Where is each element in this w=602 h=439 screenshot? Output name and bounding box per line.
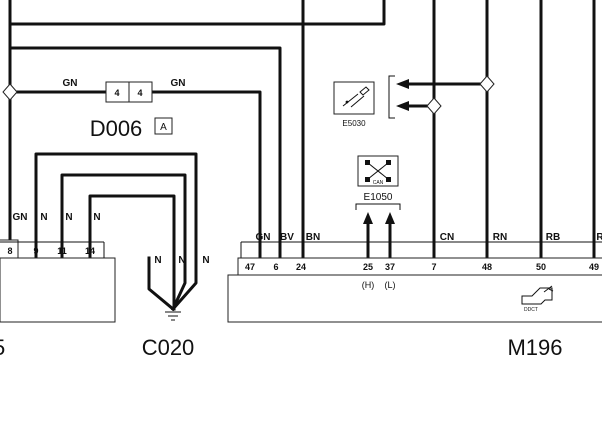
d006-wire-label-left: GN xyxy=(63,78,78,89)
left-wire-label-n3: N xyxy=(93,212,100,223)
wire-gn-d006-out xyxy=(150,90,262,260)
left-pin-9: 9 xyxy=(33,246,38,256)
left-pin-8: 8 xyxy=(7,246,12,256)
d006-pin-left: 4 xyxy=(114,88,119,98)
d006-badge-box xyxy=(154,117,173,135)
e1050-label: E1050 xyxy=(364,192,393,203)
e5030-arrow-2 xyxy=(396,101,409,111)
c020-wire-label-3: N xyxy=(202,255,209,266)
m196-label: M196 xyxy=(507,335,562,360)
m196-body xyxy=(227,274,602,323)
m196-pin-37: 37 xyxy=(385,262,395,272)
d006-pin-box-right xyxy=(128,81,153,103)
left-wire-label-n1: N xyxy=(40,212,47,223)
d006-badge: A xyxy=(160,122,167,133)
gearbox-icon xyxy=(521,285,554,305)
m196-pin-47: 47 xyxy=(245,262,255,272)
splice-node-cn xyxy=(426,97,442,115)
m196-wire-label-bn: BN xyxy=(306,232,320,243)
wire-to-pin-6 xyxy=(8,46,282,260)
m196-pin-49: 49 xyxy=(589,262,599,272)
can-h-arrow xyxy=(363,212,373,224)
m196-pin-50: 50 xyxy=(536,262,546,272)
c020-label: C020 xyxy=(142,335,195,360)
e5030-label: E5030 xyxy=(342,119,366,128)
m196-icon-caption: DDCT xyxy=(524,307,538,313)
m196-pin-24: 24 xyxy=(296,262,306,272)
left-connector-body xyxy=(0,257,116,323)
c020-wire-label-1: N xyxy=(154,255,161,266)
d006-label: D006 xyxy=(90,116,143,141)
m196-wire-label-bv: BV xyxy=(280,232,294,243)
c020-wire-label-2: N xyxy=(178,255,185,266)
left-pin-14: 14 xyxy=(85,246,95,256)
splice-node-rn xyxy=(479,75,495,93)
m196-can-l: (L) xyxy=(385,280,396,290)
e1050-icon-caption: CAN xyxy=(373,180,384,186)
m196-wire-label-gn: GN xyxy=(256,232,271,243)
e5030-device-icon xyxy=(342,86,370,108)
e5030-bracket xyxy=(388,75,395,119)
can-l-arrow xyxy=(385,212,395,224)
ground-wire-outer xyxy=(34,152,198,312)
e5030-box xyxy=(333,81,375,115)
ground-wire-c020-left xyxy=(147,256,176,312)
left-pin-11: 11 xyxy=(57,246,67,256)
m196-pin-25: 25 xyxy=(363,262,373,272)
left-connector-label: 5 xyxy=(0,335,5,360)
e5030-arrow-1 xyxy=(396,79,409,89)
m196-pin-row xyxy=(237,257,602,276)
d006-pin-right: 4 xyxy=(137,88,142,98)
m196-pin-6: 6 xyxy=(273,262,278,272)
d006-wire-label-right: GN xyxy=(171,78,186,89)
m196-pin-7: 7 xyxy=(431,262,436,272)
left-wire-label-gn: GN xyxy=(13,212,28,223)
ground-wire-middle xyxy=(60,173,187,311)
m196-wire-label-rn: RN xyxy=(493,232,507,243)
e1050-bracket xyxy=(355,203,401,210)
m196-can-h: (H) xyxy=(362,280,375,290)
ground-wire-inner xyxy=(88,194,176,311)
left-wire-label-n2: N xyxy=(65,212,72,223)
m196-pin-48: 48 xyxy=(482,262,492,272)
m196-wire-label-cn: CN xyxy=(440,232,454,243)
top-loop-wire xyxy=(8,0,386,26)
ground-symbol xyxy=(165,311,181,321)
can-network-icon xyxy=(365,160,391,182)
m196-wire-label-rb: RB xyxy=(546,232,560,243)
splice-node-left xyxy=(2,83,18,101)
m196-wire-label-r: R xyxy=(596,232,602,243)
